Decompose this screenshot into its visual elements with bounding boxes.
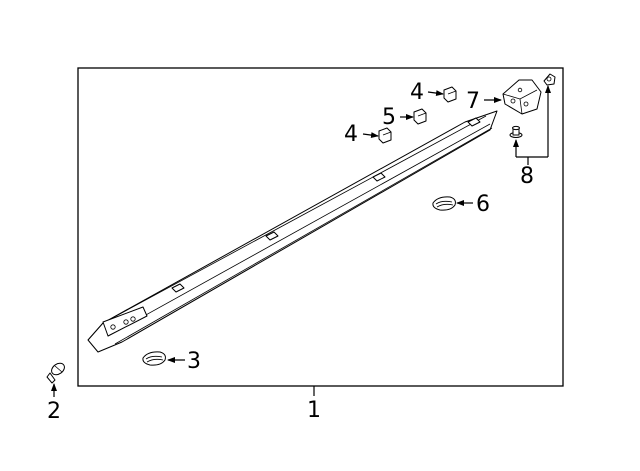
callout-8: 8 <box>520 164 534 189</box>
clip-4-lower[interactable] <box>378 127 392 144</box>
rocker-molding[interactable] <box>87 110 498 353</box>
callout-2: 2 <box>47 399 61 424</box>
clip-5[interactable] <box>413 108 427 125</box>
assembly-frame <box>77 67 564 387</box>
callout-4-lower: 4 <box>344 122 358 147</box>
callout-5: 5 <box>382 105 396 130</box>
callout-1: 1 <box>307 398 321 423</box>
bracket-7[interactable] <box>502 79 542 115</box>
leader-lines <box>51 85 551 397</box>
screw-8-lower[interactable] <box>509 125 523 138</box>
push-pin-8-upper[interactable] <box>543 73 556 86</box>
clip-3[interactable] <box>142 351 166 366</box>
clip-6[interactable] <box>432 196 456 211</box>
callout-4-upper: 4 <box>410 80 424 105</box>
push-fastener-2[interactable] <box>46 361 67 384</box>
callout-3: 3 <box>187 349 201 374</box>
clip-4-upper[interactable] <box>443 86 457 103</box>
callout-7: 7 <box>466 89 480 114</box>
callout-6: 6 <box>476 192 490 217</box>
